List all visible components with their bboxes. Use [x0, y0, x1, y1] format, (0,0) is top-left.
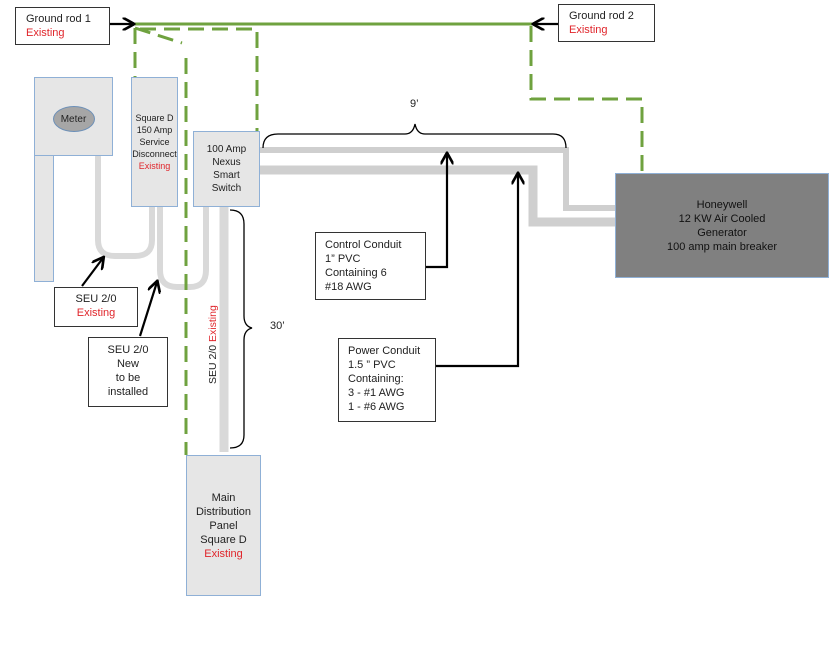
- seu-new-cable: [157, 203, 209, 290]
- ground-rod-1-title: Ground rod 1: [26, 13, 91, 25]
- power-conduit-line: Containing:: [348, 373, 404, 385]
- arrow-seu-existing: [81, 258, 103, 287]
- seu-new-line: to be: [115, 372, 141, 384]
- generator: Honeywell 12 KW Air Cooled Generator 100…: [615, 173, 829, 278]
- control-conduit: [259, 147, 615, 211]
- seu-existing-status: Existing: [76, 307, 116, 319]
- ground-wire-generator: [529, 26, 644, 173]
- power-conduit-line: 1 - #6 AWG: [348, 401, 405, 413]
- seu-new-line: New: [116, 358, 139, 370]
- panel-line: Distribution: [195, 505, 252, 518]
- arrow-power-conduit: [435, 174, 518, 368]
- power-conduit-label: Power Conduit 1.5 ” PVC Containing: 3 - …: [338, 338, 436, 422]
- switch-line: Nexus: [212, 157, 241, 168]
- control-conduit-line: 1” PVC: [325, 253, 361, 265]
- switch-line: Smart: [213, 170, 240, 181]
- switch-line: Switch: [211, 183, 242, 194]
- disconnect-status: Existing: [138, 161, 171, 171]
- disconnect-line: 150 Amp: [136, 125, 173, 135]
- seu-vertical-label: SEU 2/0 Existing: [206, 294, 220, 384]
- control-conduit-line: Containing 6: [325, 267, 387, 279]
- meter-label: Meter: [60, 113, 87, 125]
- seu-new-line: installed: [107, 386, 149, 398]
- ground-wire-switch: [140, 27, 259, 131]
- seu-existing-cable: [95, 154, 155, 259]
- panel-status: Existing: [204, 547, 243, 560]
- disconnect-line: Square D: [135, 113, 174, 123]
- brace-30ft: [229, 209, 253, 449]
- arrow-control-conduit: [425, 154, 447, 269]
- seu-vertical-status: Existing: [207, 305, 219, 342]
- power-conduit-line: Power Conduit: [348, 345, 421, 357]
- arrow-seu-new: [138, 282, 157, 337]
- panel-line: Main: [211, 491, 236, 504]
- seu-new-line: SEU 2/0: [107, 344, 149, 356]
- generator-line: 12 KW Air Cooled: [678, 212, 766, 225]
- generator-line: Honeywell: [696, 198, 748, 211]
- power-conduit: [259, 165, 615, 227]
- control-conduit-label: Control Conduit 1” PVC Containing 6 #18 …: [315, 232, 426, 300]
- control-conduit-line: #18 AWG: [325, 281, 372, 293]
- dimension-9ft: 9’: [410, 98, 419, 110]
- seu-vertical-title: SEU 2/0: [207, 344, 219, 384]
- ground-rod-1-label: Ground rod 1 Existing: [15, 7, 110, 45]
- power-conduit-line: 3 - #1 AWG: [348, 387, 405, 399]
- meter-dial: Meter: [52, 106, 95, 132]
- disconnect-line: Disconnect: [132, 149, 177, 159]
- seu-existing-title: SEU 2/0: [75, 293, 117, 305]
- ground-rod-1-status: Existing: [26, 27, 65, 39]
- panel-line: Panel: [209, 519, 238, 532]
- switch-line: 100 Amp: [206, 144, 247, 155]
- control-conduit-line: Control Conduit: [325, 239, 402, 251]
- dimension-30ft: 30’: [270, 320, 285, 332]
- disconnect-line: Service: [139, 137, 170, 147]
- seu-new-label: SEU 2/0 New to be installed: [88, 337, 168, 407]
- main-distribution-panel: Main Distribution Panel Square D Existin…: [186, 455, 261, 596]
- meter-base: [34, 155, 54, 282]
- service-disconnect: Square D 150 Amp Service Disconnect Exis…: [131, 77, 178, 207]
- meter-box: Meter: [34, 77, 113, 156]
- seu-existing-label: SEU 2/0 Existing: [54, 287, 138, 327]
- brace-9ft: [262, 123, 567, 149]
- power-conduit-line: 1.5 ” PVC: [348, 359, 396, 371]
- generator-line: 100 amp main breaker: [666, 240, 778, 253]
- ground-rod-2-status: Existing: [569, 24, 608, 36]
- panel-line: Square D: [200, 533, 247, 546]
- ground-rod-2-label: Ground rod 2 Existing: [558, 4, 655, 42]
- smart-switch: 100 Amp Nexus Smart Switch: [193, 131, 260, 207]
- ground-rod-2-title: Ground rod 2: [569, 10, 634, 22]
- generator-line: Generator: [697, 226, 747, 239]
